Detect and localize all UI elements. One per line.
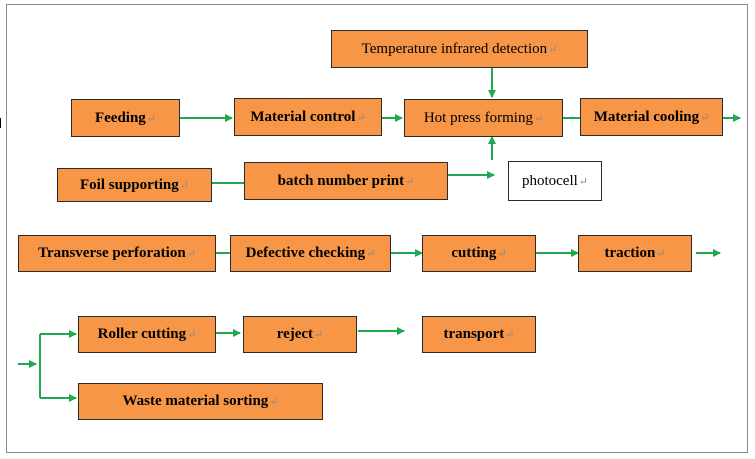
node-material-control: Material control↵ <box>234 98 382 136</box>
node-traction: traction↵ <box>578 235 692 272</box>
node-feeding: Feeding↵ <box>71 99 180 137</box>
node-label: reject <box>276 326 314 342</box>
node-temperature-infrared-detection: Temperature infrared detection↵ <box>331 30 588 68</box>
node-photocell: photocell↵ <box>508 161 602 201</box>
node-label: Foil supporting <box>80 176 179 193</box>
node-label: Material cooling <box>593 108 700 125</box>
node-label: Hot press forming <box>423 109 533 126</box>
node-batch-number-print: batch number print↵ <box>244 162 448 200</box>
node-roller-cutting: Roller cutting↵ <box>78 316 216 353</box>
node-label: Waste material sorting <box>122 393 269 409</box>
node-transport: transport↵ <box>422 316 536 353</box>
node-defective-checking: Defective checking↵ <box>230 235 391 272</box>
node-label: photocell <box>521 172 578 189</box>
node-label: Material control <box>250 108 356 125</box>
node-waste-material-sorting: Waste material sorting↵ <box>78 383 323 420</box>
node-label: Feeding <box>94 109 146 126</box>
text-cursor-mark <box>0 118 3 128</box>
node-label: transport <box>443 326 505 342</box>
node-material-cooling: Material cooling↵ <box>580 98 723 136</box>
node-label: batch number print <box>277 172 405 189</box>
node-hot-press-forming: Hot press forming↵ <box>404 99 563 137</box>
node-label: Roller cutting <box>97 326 187 342</box>
node-label: Defective checking <box>245 245 366 261</box>
node-transverse-perforation: Transverse perforation↵ <box>18 235 216 272</box>
node-foil-supporting: Foil supporting↵ <box>57 168 212 202</box>
node-label: cutting <box>451 245 497 261</box>
node-label: Transverse perforation <box>38 245 186 261</box>
node-reject: reject↵ <box>243 316 357 353</box>
node-label: Temperature infrared detection <box>361 40 548 57</box>
node-label: traction <box>604 245 656 261</box>
node-cutting: cutting↵ <box>422 235 536 272</box>
diagram-frame <box>6 4 748 453</box>
